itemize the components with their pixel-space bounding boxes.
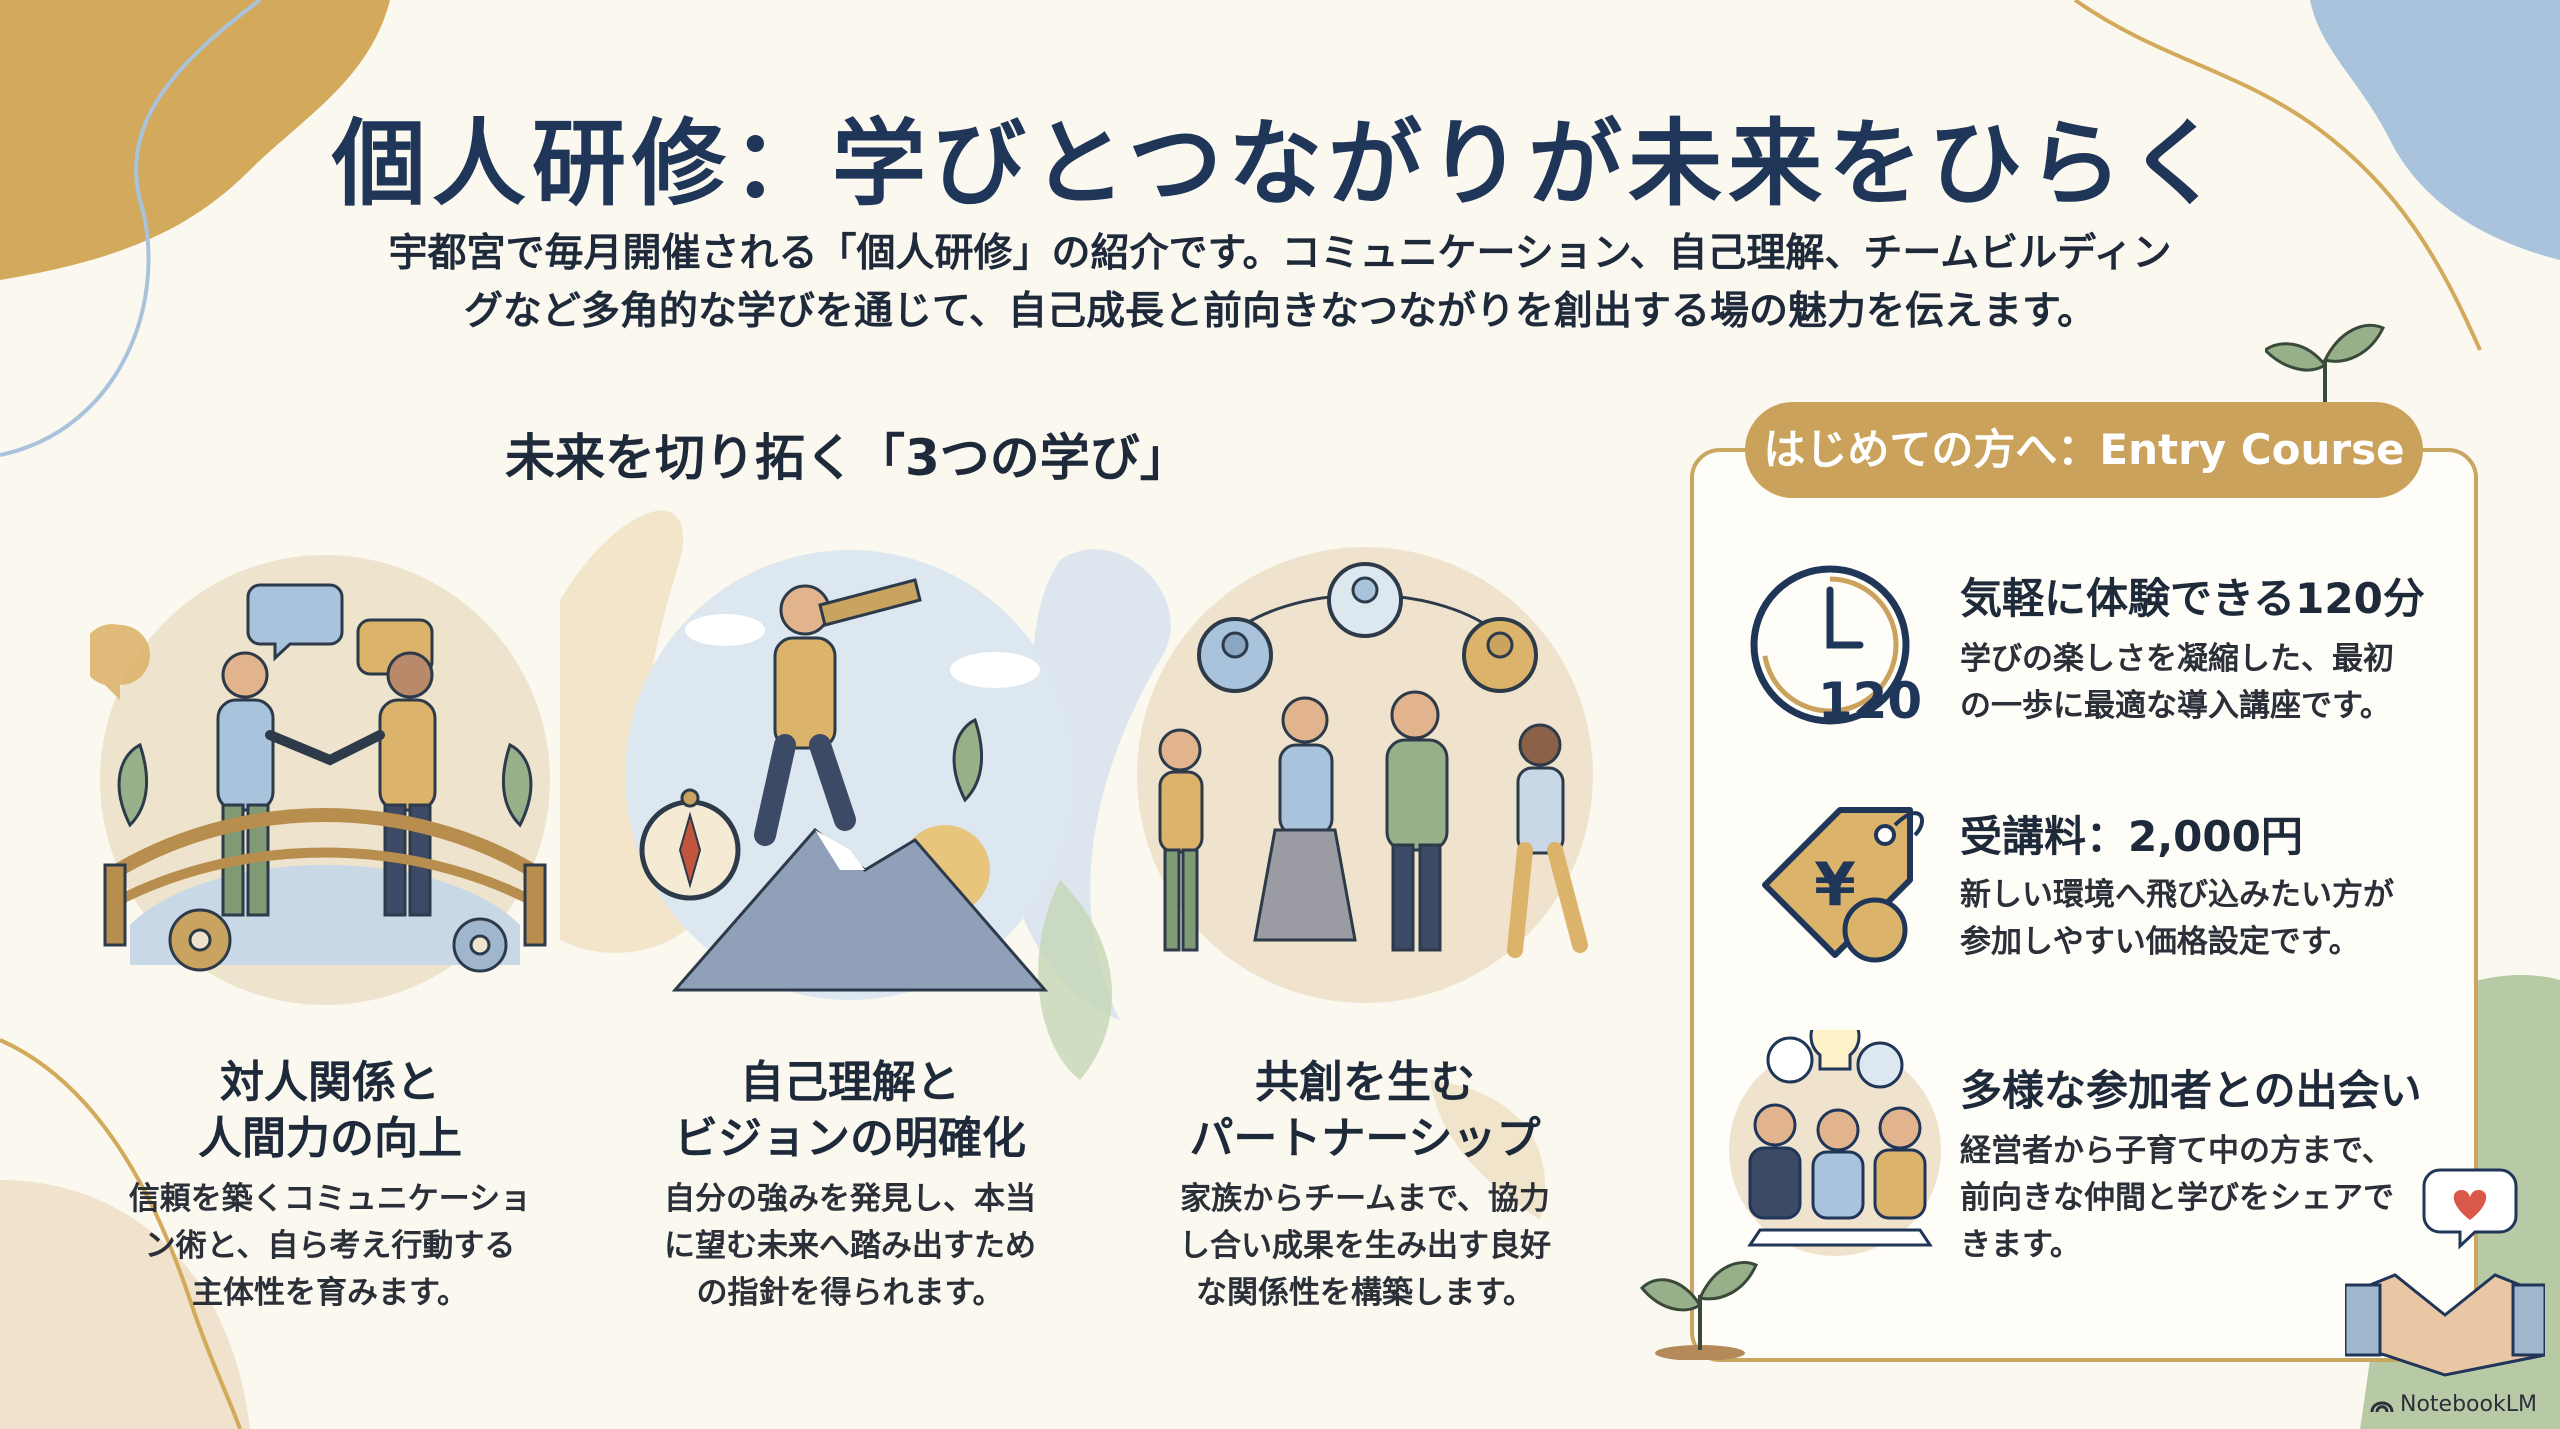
yen-symbol: ¥	[1814, 850, 1856, 920]
notebooklm-logo-icon	[2370, 1401, 2394, 1412]
entry-item-2-text: 新しい環境へ飛び込みたい方が 参加しやすい価格設定です。	[1960, 877, 2394, 960]
blob-top-right	[2310, 0, 2560, 260]
handshake-heart-icon	[2345, 1168, 2545, 1377]
group-meeting-icon	[1729, 1030, 1941, 1256]
sprout-icon	[2265, 323, 2385, 410]
page-subtitle: 宇都宮で毎月開催される「個人研修」の紹介です。コミュニケーション、自己理解、チー…	[380, 225, 2180, 341]
clock-number: 120	[1818, 672, 1920, 730]
speech-bubble-icon	[246, 583, 344, 662]
learning-2-title: 自己理解と ビジョンの明確化	[674, 1057, 1026, 1164]
avatar-icon-right	[1462, 617, 1538, 693]
subtitle-line-1: 宇都宮で毎月開催される「個人研修」の紹介です。コミュニケーション、自己理解、チー…	[388, 231, 2172, 276]
learning-1-title: 対人関係と 人間力の向上	[198, 1057, 462, 1164]
partnership-group-illustration	[1137, 547, 1593, 1003]
page-title: 個人研修：学びとつながりが未来をひらく	[331, 110, 2229, 219]
sprout-icon-bottom	[1640, 1261, 1758, 1360]
learning-2-text: 自分の強みを発見し、本当 に望む未来へ踏み出すため の指針を得られます。	[664, 1181, 1036, 1311]
handshake-bridge-illustration	[90, 555, 550, 1005]
blob-bottom-left	[0, 1180, 250, 1429]
telescope-icon	[818, 578, 922, 627]
entry-item-2-title: 受講料：2,000円	[1960, 812, 2303, 861]
curve-top-left	[0, 0, 262, 457]
learnings-heading: 未来を切り拓く「3つの学び」	[505, 429, 1190, 487]
entry-item-3-title: 多様な参加者との出会い	[1960, 1066, 2422, 1115]
blob-top-left	[0, 0, 390, 280]
curve-bottom-left	[0, 1038, 242, 1429]
notebooklm-brand: NotebookLM	[2370, 1392, 2537, 1417]
avatar-icon-left	[1197, 617, 1273, 693]
entry-item-1-text: 学びの楽しさを凝縮した、最初 の一歩に最適な導入講座です。	[1960, 641, 2394, 724]
price-tag-icon: ¥	[1762, 807, 1925, 963]
ribbon-green	[1038, 880, 1113, 1080]
ribbon-tan	[1430, 1080, 1546, 1220]
learning-3-title: 共創を生む パートナーシップ	[1189, 1057, 1541, 1164]
ribbon-middle	[1009, 549, 1171, 1020]
subtitle-line-2: グなど多角的な学びを通じて、自己成長と前向きなつながりを創出する場の魅力を伝えま…	[463, 289, 2097, 334]
curve-top-right	[2073, 0, 2482, 351]
telescope-mountain-illustration	[625, 550, 1075, 1000]
clock-icon: 120	[1750, 565, 1920, 730]
learning-1-text: 信頼を築くコミュニケーショ ン術と、自ら考え行動する 主体性を育みます。	[128, 1181, 532, 1311]
entry-item-3-text: 経営者から子育て中の方まで、 前向きな仲間と学びをシェアで きます。	[1960, 1133, 2394, 1263]
avatar-icon-center	[1327, 562, 1403, 638]
entry-item-1-title: 気軽に体験できる120分	[1960, 574, 2425, 623]
lightbulb-icon	[1809, 1030, 1861, 1071]
learning-3-text: 家族からチームまで、協力 し合い成果を生み出す良好 な関係性を構築します。	[1179, 1181, 1551, 1311]
entry-course-badge: はじめての方へ：Entry Course	[1745, 402, 2423, 498]
